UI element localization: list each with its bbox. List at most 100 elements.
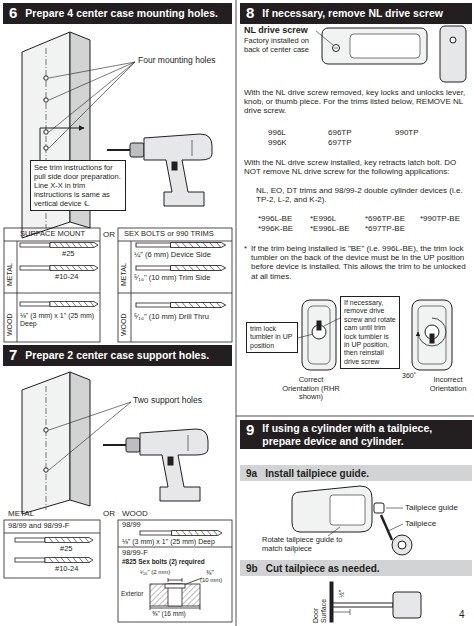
model-number: *697TP-BE xyxy=(365,224,405,233)
substep-header: 9a Install tailpiece guide. xyxy=(240,465,472,481)
drill-bit xyxy=(15,531,222,563)
step-header: 8If necessary, remove NL drive screw xyxy=(240,3,472,24)
tailpiece-illustration xyxy=(333,612,350,613)
step-number: 6 xyxy=(9,5,17,22)
device-illustration xyxy=(350,34,420,58)
drill-bit xyxy=(20,302,98,307)
cylinder-illustration xyxy=(381,515,392,540)
drill-size: ¼" (6 mm) Device Side xyxy=(134,251,211,260)
model-number: 697TP xyxy=(328,138,352,147)
device-illustration xyxy=(316,26,466,82)
drill-size: #10-24 xyxy=(55,273,78,282)
callout-label: Four mounting holes xyxy=(138,56,216,66)
door-illustration xyxy=(44,146,48,150)
step-header: 9 If using a cylinder with a tailpiece, p… xyxy=(240,420,472,449)
door-section xyxy=(150,606,151,610)
callout-box: trim lock tumbler in UP position xyxy=(246,322,298,353)
device-illustration xyxy=(316,31,333,45)
drill-size: ⁵⁄₁₆" (10 mm) Drill Thru xyxy=(134,313,209,322)
material-label: WOOD xyxy=(6,313,14,336)
drill-table xyxy=(4,293,100,294)
drill-table xyxy=(4,241,100,242)
tailpiece-illustration xyxy=(330,582,333,622)
drill-table xyxy=(131,241,132,342)
dimension-label: ⅝" (16 mm) xyxy=(152,610,186,617)
note-text: If the trim being installed is "BE" (i.e… xyxy=(251,244,470,281)
leader-line xyxy=(49,402,131,470)
step-title: Install tailpiece guide. xyxy=(265,468,369,479)
door-illustration xyxy=(22,372,90,514)
model-number: *996L-BE xyxy=(258,214,292,223)
dimension-label: (10 mm) xyxy=(200,577,222,584)
model-number: 696TP xyxy=(328,128,352,137)
drill-bit xyxy=(15,538,93,543)
step-number: 9b xyxy=(246,563,258,574)
caption-label: Correct Orientation (RHR shown) xyxy=(280,376,342,402)
door-illustration xyxy=(22,372,70,514)
callout-label: Two support holes xyxy=(133,396,202,406)
leader-line xyxy=(49,402,131,430)
door-illustration xyxy=(44,98,48,102)
step-title: If using a cylinder with a tailpiece, pr… xyxy=(262,422,466,447)
tumbler-illustration xyxy=(308,306,330,364)
caption-label: Incorrect Orientation xyxy=(426,376,470,393)
tumbler-illustration xyxy=(298,334,313,338)
drill-table xyxy=(118,293,232,294)
part-label: NL drive screw xyxy=(244,25,308,35)
device-illustration xyxy=(450,37,456,43)
material-label: METAL xyxy=(8,509,34,518)
table-heading: SEX BOLTS or 990 TRIMS xyxy=(124,230,214,239)
drill-size: #25 xyxy=(60,545,73,554)
device-illustration xyxy=(334,48,338,49)
door-section xyxy=(168,580,182,581)
drill-bit xyxy=(136,303,226,308)
door-illustration xyxy=(44,468,48,472)
model-number: *990TP-BE xyxy=(420,214,460,223)
tumbler-illustration xyxy=(302,300,336,370)
or-label: OR xyxy=(103,509,115,518)
leader-line xyxy=(49,402,131,470)
drill-table xyxy=(118,241,232,242)
cylinder-illustration xyxy=(330,495,365,525)
drill-size: ⅛" (3 mm) x 1" (25 mm) Deep xyxy=(122,538,215,546)
note-text: Rotate tailpiece guide to match tailpiec… xyxy=(262,536,350,553)
dimension-label: ⅜" xyxy=(206,569,214,576)
substep-header: 9bCut tailpiece as needed. xyxy=(240,560,472,576)
drill-table xyxy=(17,241,18,342)
device-illustration xyxy=(440,26,466,82)
leader-line xyxy=(49,62,135,148)
drill-size: #25 xyxy=(62,250,75,259)
tailpiece-illustration xyxy=(350,609,351,615)
tumbler-illustration xyxy=(430,334,434,343)
dimension-label: ½" xyxy=(338,590,346,598)
drill-bit xyxy=(20,243,226,308)
drill-table xyxy=(118,228,232,342)
model-number: 996L xyxy=(268,128,286,137)
leader-line xyxy=(49,62,135,100)
cylinder-illustration xyxy=(374,503,384,513)
rotation-label: 360˚ xyxy=(402,372,416,380)
part-label: Tailpiece guide xyxy=(405,503,458,512)
drill-bit xyxy=(20,266,98,271)
model-number: *E996L xyxy=(310,214,336,223)
door-section xyxy=(150,608,200,609)
door-illustration xyxy=(70,372,90,506)
model-number: *E996L-BE xyxy=(310,224,350,233)
model-number: *696TP-BE xyxy=(365,214,405,223)
step-title: If necessary, remove NL drive screw xyxy=(262,7,443,20)
step-number: 9 xyxy=(246,422,254,439)
drill-bit xyxy=(140,531,222,536)
drill-table xyxy=(118,520,232,622)
step-number: 9a xyxy=(246,468,257,479)
table-heading: SURFACE MOUNT xyxy=(20,230,85,239)
cylinder-illustration xyxy=(292,486,372,532)
body-text: With the NL drive screw installed, key r… xyxy=(244,158,470,176)
door-section xyxy=(165,584,185,588)
door-illustration xyxy=(44,76,48,80)
step-header: 6Prepare 4 center case mounting holes. xyxy=(3,3,232,24)
tailpiece-illustration xyxy=(333,603,393,607)
step-header: 7Prepare 2 center case support holes. xyxy=(3,345,232,366)
material-label: METAL xyxy=(120,263,128,286)
note-text: Factory installed on back of center case xyxy=(244,37,316,54)
